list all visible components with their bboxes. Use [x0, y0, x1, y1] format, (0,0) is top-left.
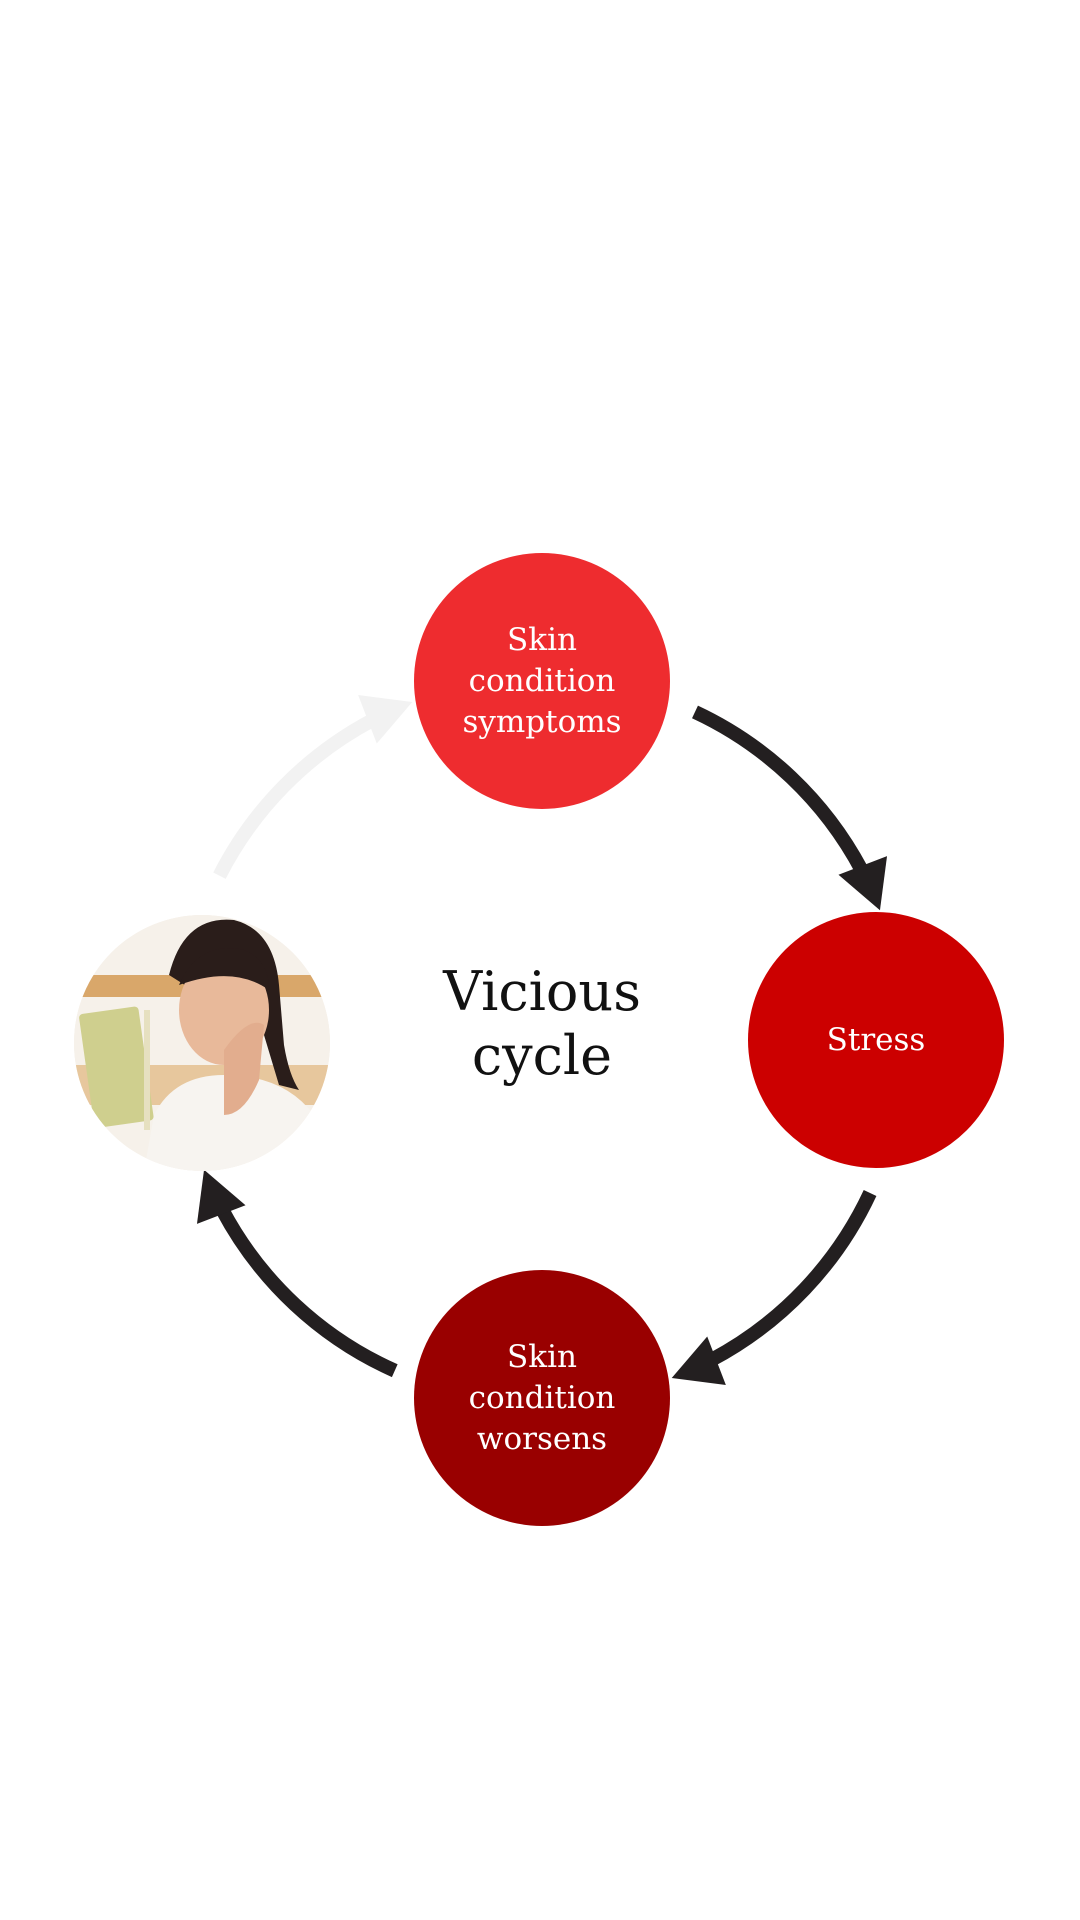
node-label: Skin condition symptoms	[462, 621, 622, 740]
arrowhead-icon	[196, 1169, 246, 1224]
arrowhead-icon	[671, 1336, 726, 1386]
node-stress: Stress	[748, 912, 1004, 1168]
arrow-stress-to-worsens	[708, 1190, 877, 1366]
arrow-worsens-to-photo	[216, 1206, 398, 1378]
node-skin-condition-symptoms: Skin condition symptoms	[414, 553, 670, 809]
node-skin-condition-worsens: Skin condition worsens	[414, 1270, 670, 1526]
arrowhead-icon	[838, 856, 888, 911]
woman-mirror-photo	[74, 915, 330, 1171]
arrow-symptoms-to-stress	[692, 705, 868, 874]
center-title: Vicious cycle	[443, 960, 641, 1087]
node-label: Stress	[826, 1021, 926, 1058]
node-label: Skin condition worsens	[468, 1338, 616, 1457]
arrow-photo-to-symptoms	[213, 714, 376, 879]
arrowhead-icon	[358, 694, 413, 744]
